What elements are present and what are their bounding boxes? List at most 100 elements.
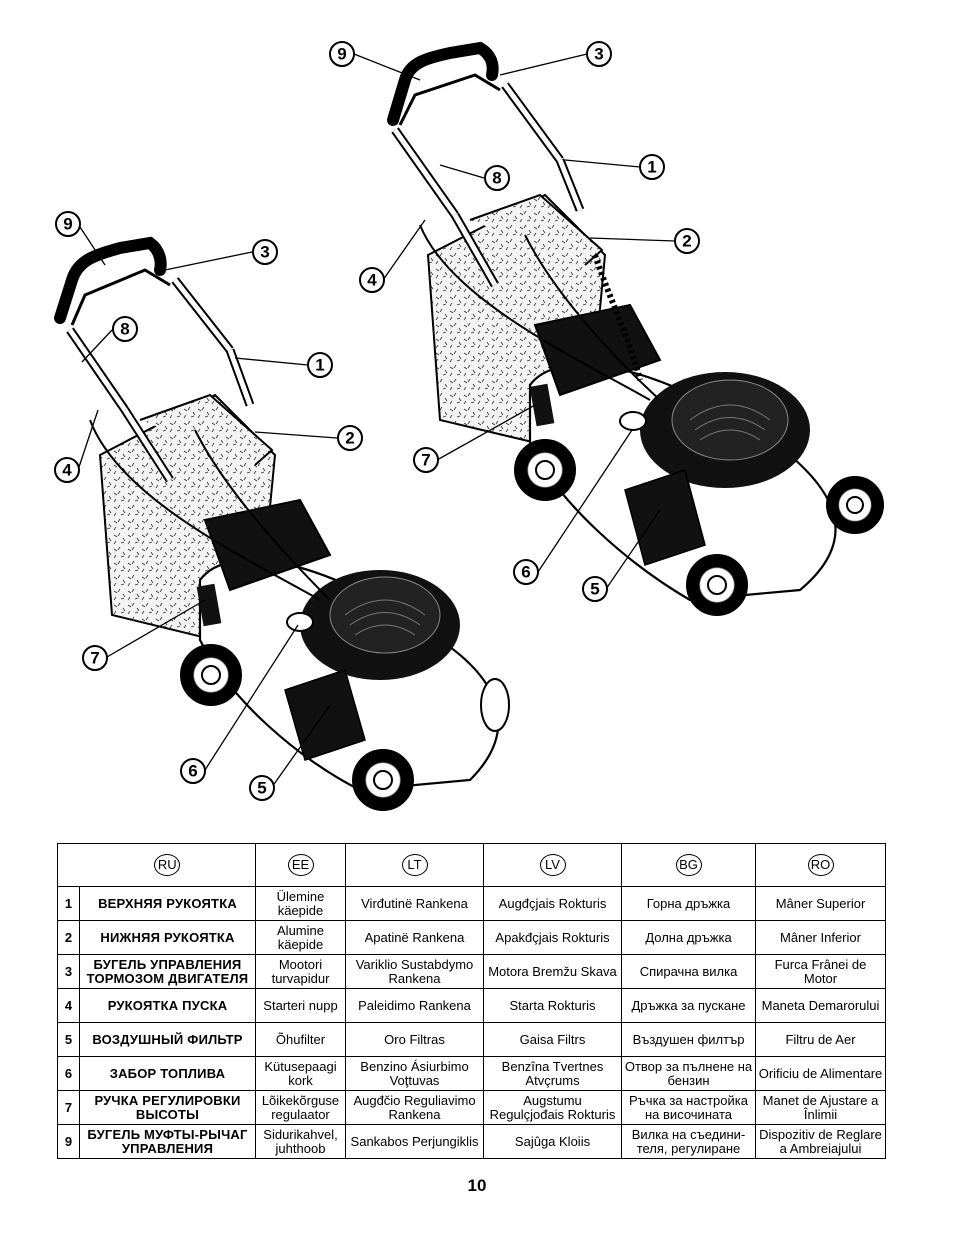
- part-name-ee: Mootori turvapidur: [255, 954, 346, 989]
- part-name-ee: Starteri nupp: [255, 988, 346, 1023]
- part-name-ro: Mâner Inferior: [755, 920, 886, 955]
- callout-9-left: 9: [55, 211, 81, 237]
- part-name-ro: Maneta Demarorului: [755, 988, 886, 1023]
- svg-text:4: 4: [367, 271, 377, 290]
- part-name-lv: Apakđçjais Rokturis: [483, 920, 622, 955]
- part-name-lv: Sajûga Kloiis: [483, 1124, 622, 1159]
- part-number-cell: 2: [57, 920, 80, 955]
- svg-text:6: 6: [188, 762, 197, 781]
- part-number-cell: 9: [57, 1124, 80, 1159]
- svg-text:9: 9: [63, 215, 72, 234]
- part-name-bg: Спирачна вилка: [621, 954, 756, 989]
- header-lang-ro: RO: [755, 843, 886, 887]
- part-name-lv: Starta Rokturis: [483, 988, 622, 1023]
- handle-grip: [54, 236, 167, 324]
- part-number-cell: 5: [57, 1022, 80, 1057]
- part-number-cell: 7: [57, 1090, 80, 1125]
- callout-6-left: 6: [180, 758, 206, 784]
- part-name-bg: Дръжка за пускане: [621, 988, 756, 1023]
- upper-handle: [66, 277, 234, 413]
- svg-text:9: 9: [337, 45, 346, 64]
- part-name-lt: Sankabos Perjungiklis: [345, 1124, 484, 1159]
- part-number-cell: 1: [57, 886, 80, 921]
- part-name-ee: Õhufilter: [255, 1022, 346, 1057]
- part-name-ee: Sidurikahvel, juhthoob: [255, 1124, 346, 1159]
- part-name-ro: Furca Frânei de Motor: [755, 954, 886, 989]
- callout-3-left: 3: [252, 239, 278, 265]
- lang-badge-lt: LT: [401, 854, 428, 876]
- callout-8-left: 8: [112, 316, 138, 342]
- part-name-lt: Benzino Ásiurbimo Voţtuvas: [345, 1056, 484, 1091]
- svg-text:8: 8: [120, 320, 129, 339]
- lawnmower-illustration: 9 3 8 1 4 2 7 6 5: [54, 41, 884, 811]
- part-name-ee: Kütusepaagi kork: [255, 1056, 346, 1091]
- part-number-cell: 4: [57, 988, 80, 1023]
- part-name-ru: РУКОЯТКА ПУСКА: [79, 988, 256, 1023]
- part-name-ro: Manet de Ajustare a Înlimii: [755, 1090, 886, 1125]
- part-name-lv: Gaisa Filtrs: [483, 1022, 622, 1057]
- callout-5-right: 5: [582, 576, 608, 602]
- part-name-ru: ЗАБОР ТОПЛИВА: [79, 1056, 256, 1091]
- part-name-lt: Oro Filtras: [345, 1022, 484, 1057]
- part-name-lv: Augđçjais Rokturis: [483, 886, 622, 921]
- header-empty-cell: [57, 843, 80, 887]
- header-lang-lv: LV: [483, 843, 622, 887]
- part-name-ru: БУГЕЛЬ МУФТЫ-РЫЧАГ УПРАВЛЕНИЯ: [79, 1124, 256, 1159]
- part-name-ro: Filtru de Aer: [755, 1022, 886, 1057]
- header-lang-lt: LT: [345, 843, 484, 887]
- svg-text:7: 7: [90, 649, 99, 668]
- part-name-ro: Mâner Superior: [755, 886, 886, 921]
- lang-badge-lv: LV: [539, 854, 566, 876]
- part-name-ee: Alumine käepide: [255, 920, 346, 955]
- lang-badge-ee: EE: [287, 854, 314, 876]
- header-lang-ee: EE: [255, 843, 346, 887]
- part-name-bg: Вилка на съедини-теля, регулиране: [621, 1124, 756, 1159]
- part-name-lt: Paleidimo Rankena: [345, 988, 484, 1023]
- part-name-lt: Apatinë Rankena: [345, 920, 484, 955]
- part-name-bg: Горна дръжка: [621, 886, 756, 921]
- handle-grip: [387, 41, 499, 126]
- callout-5-left: 5: [249, 775, 275, 801]
- part-name-ru: НИЖНЯЯ РУКОЯТКА: [79, 920, 256, 955]
- part-name-ru: ВЕРХНЯЯ РУКОЯТКА: [79, 886, 256, 921]
- callout-7-right: 7: [413, 447, 439, 473]
- svg-text:3: 3: [594, 45, 603, 64]
- callout-3-right: 3: [586, 41, 612, 67]
- svg-text:8: 8: [492, 169, 501, 188]
- callout-8-right: 8: [484, 165, 510, 191]
- header-lang-bg: BG: [621, 843, 756, 887]
- part-name-bg: Долна дръжка: [621, 920, 756, 955]
- svg-text:5: 5: [590, 580, 599, 599]
- svg-text:2: 2: [682, 232, 691, 251]
- part-name-lv: Motora Bremžu Skava: [483, 954, 622, 989]
- lang-badge-bg: BG: [675, 854, 702, 876]
- callout-6-right: 6: [513, 559, 539, 585]
- page-number: 10: [467, 1176, 487, 1195]
- part-name-ru: РУЧКА РЕГУЛИРОВКИ ВЫСОТЫ: [79, 1090, 256, 1125]
- part-name-ro: Dispozitiv de Reglare a Ambreiajului: [755, 1124, 886, 1159]
- lang-badge-ro: RO: [807, 854, 834, 876]
- right-mower: 9 3 8 1 4 2 7 6 5: [329, 41, 884, 616]
- svg-text:1: 1: [315, 356, 324, 375]
- callout-1-left: 1: [307, 352, 333, 378]
- part-name-lt: Virđutinë Rankena: [345, 886, 484, 921]
- part-name-ru: ВОЗДУШНЫЙ ФИЛЬТР: [79, 1022, 256, 1057]
- svg-text:1: 1: [647, 158, 656, 177]
- callout-2-left: 2: [337, 425, 363, 451]
- part-name-lv: Augstumu Regulçjođais Rokturis: [483, 1090, 622, 1125]
- svg-text:6: 6: [521, 563, 530, 582]
- svg-text:7: 7: [421, 451, 430, 470]
- callout-4-left: 4: [54, 457, 80, 483]
- svg-text:3: 3: [260, 243, 269, 262]
- callout-4-right: 4: [359, 267, 385, 293]
- svg-text:2: 2: [345, 429, 354, 448]
- lang-badge-ru: RU: [154, 854, 181, 876]
- part-number-cell: 6: [57, 1056, 80, 1091]
